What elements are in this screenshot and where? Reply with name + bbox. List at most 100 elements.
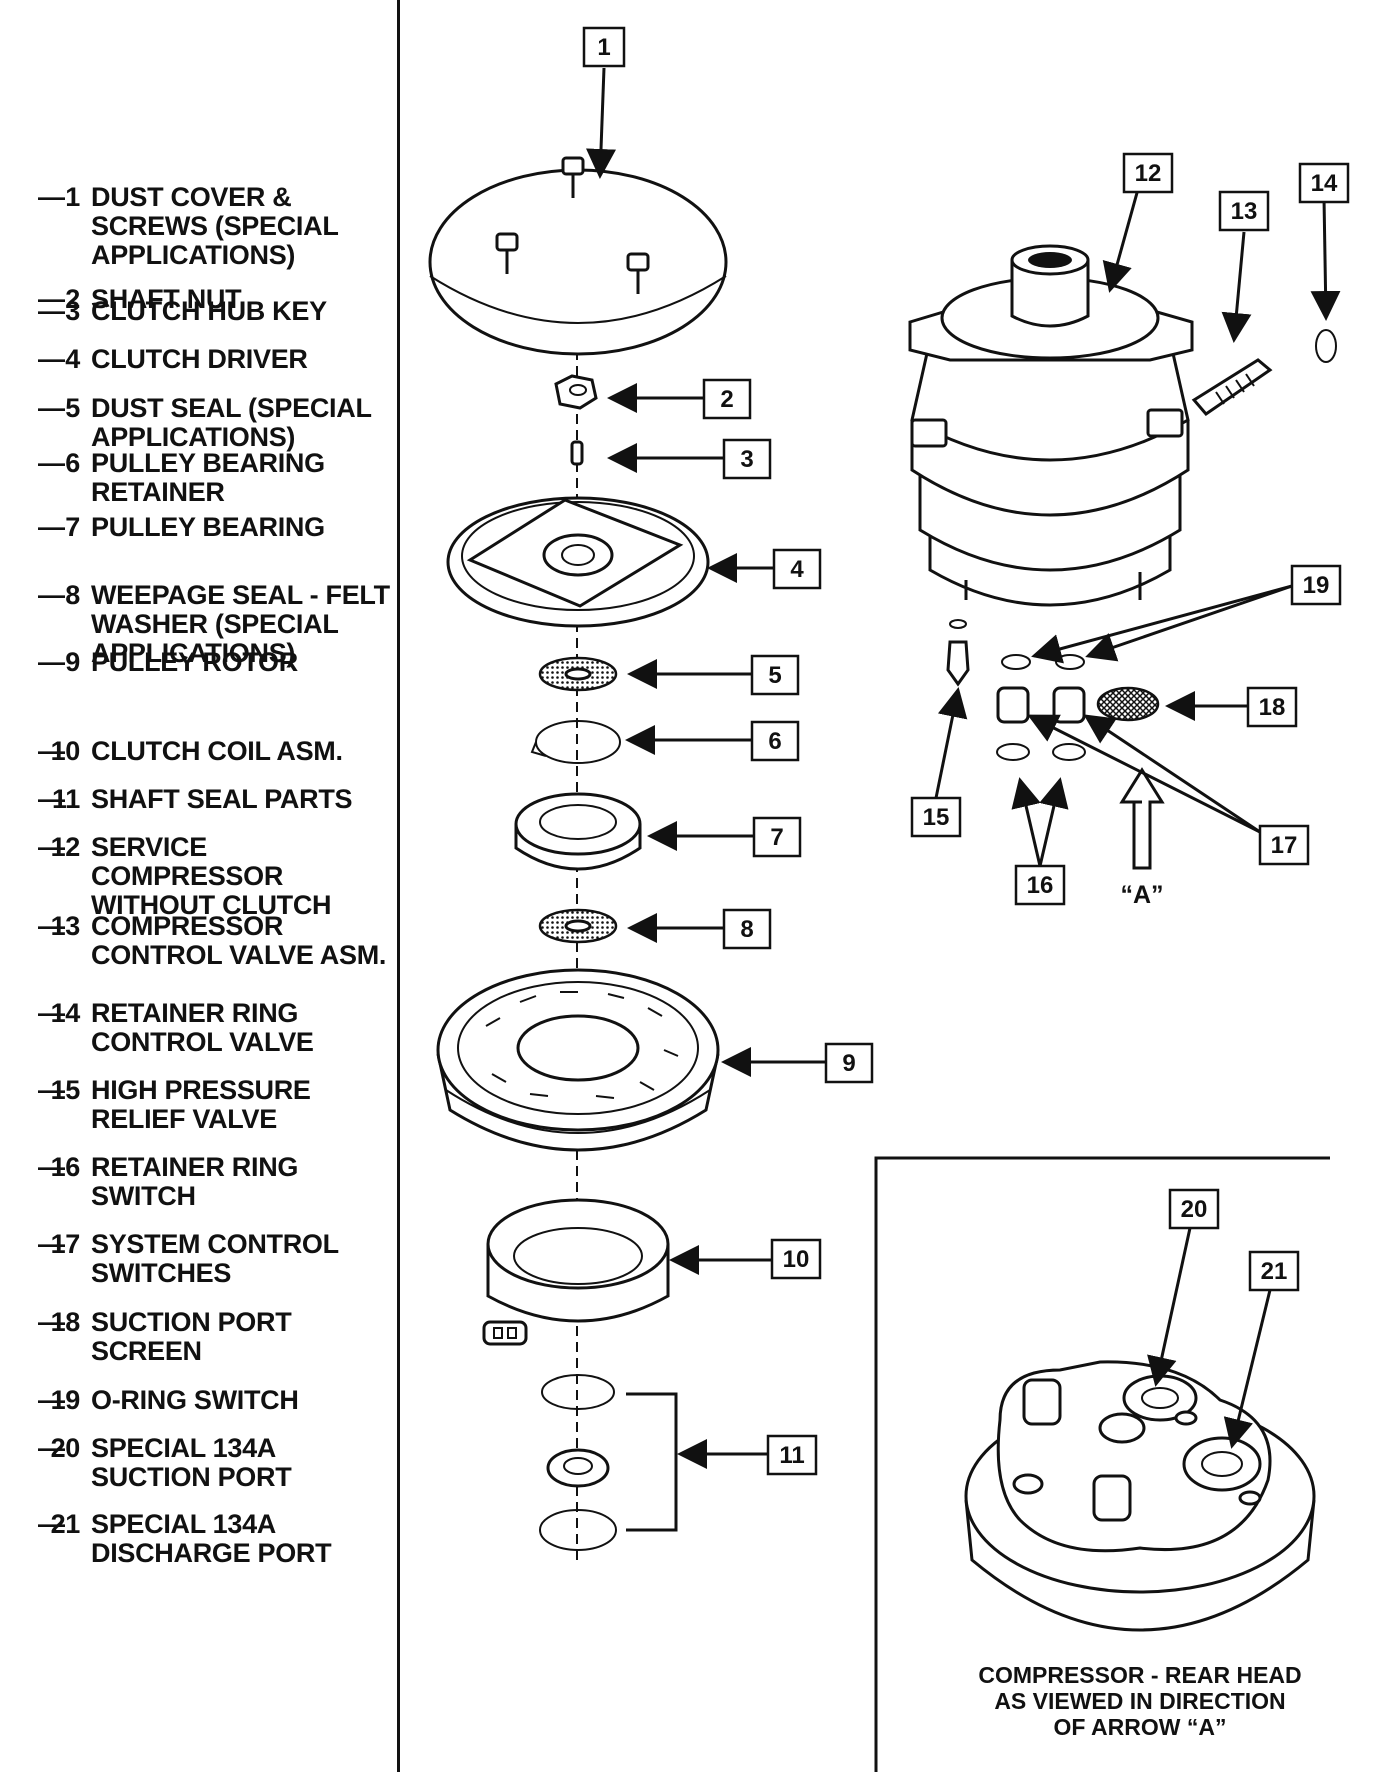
callout-box [702, 378, 752, 420]
legend-text: SHAFT NUT [91, 284, 242, 314]
legend-text: SERVICE COMPRESSOR WITHOUT CLUTCH [91, 832, 332, 920]
legend-number: 11 [52, 784, 80, 814]
legend-dash: — [38, 1385, 65, 1415]
callout-7: 7 [752, 816, 802, 858]
legend-number: 10 [50, 736, 81, 766]
shaft-seal-parts [539, 1374, 678, 1551]
legend-number: 20 [50, 1433, 81, 1463]
callout-4: 4 [772, 548, 822, 590]
callout-14: 14 [1298, 162, 1350, 204]
relief-valve-part [946, 619, 970, 687]
legend-text: CLUTCH HUB KEY [91, 296, 327, 326]
callout-number: 21 [1261, 1258, 1288, 1285]
clutch-coil-part [482, 1198, 670, 1346]
callout-number: 18 [1259, 694, 1286, 721]
callout-number: 11 [779, 1442, 804, 1469]
legend-number: 5 [65, 393, 80, 423]
suction-port-screen-part [1096, 686, 1160, 722]
legend-text: COMPRESSOR CONTROL VALVE ASM. [91, 911, 387, 970]
callout-box [1258, 824, 1310, 866]
callout-box [1168, 1188, 1220, 1230]
legend-text: PULLEY ROTOR [91, 647, 298, 677]
callout-number: 7 [770, 824, 783, 851]
callout-number: 20 [1181, 1196, 1208, 1223]
callout-8: 8 [722, 908, 772, 950]
arrow-a-label: “A” [1120, 881, 1164, 909]
legend-number: 12 [50, 832, 81, 862]
callout-box [772, 548, 822, 590]
pulley-rotor-part [436, 968, 720, 1152]
callout-box [582, 26, 626, 68]
callout-number: 13 [1231, 198, 1258, 225]
callout-number: 12 [1135, 160, 1162, 187]
callout-box [722, 438, 772, 480]
callout-number: 10 [783, 1246, 810, 1273]
callout-number: 14 [1311, 170, 1338, 197]
legend-text: SUCTION PORT SCREEN [91, 1307, 292, 1366]
legend-dash: — [38, 832, 65, 862]
callout-number: 8 [740, 916, 753, 943]
legend-text: PULLEY BEARING [91, 512, 325, 542]
inset-frame [874, 1156, 1330, 1772]
legend-text: PULLEY BEARING RETAINER [91, 448, 325, 507]
pulley-bearing-part [514, 792, 642, 871]
callout-2: 2 [702, 378, 752, 420]
callout-number: 2 [720, 386, 733, 413]
switch-retainer-ring-part [996, 743, 1086, 761]
system-control-switch-part [996, 686, 1086, 724]
legend-dash: — [38, 1433, 65, 1463]
callout-box [1248, 1250, 1300, 1292]
legend-dash: — [38, 344, 65, 374]
callout-9: 9 [824, 1042, 874, 1084]
callout-box [910, 796, 962, 838]
legend-number: 21 [50, 1509, 81, 1539]
callout-21: 21 [1248, 1250, 1300, 1292]
dust-seal-part [538, 656, 618, 692]
legend-dash: — [38, 1152, 65, 1182]
legend-number: 16 [50, 1152, 81, 1182]
legend-number: 18 [50, 1307, 81, 1337]
callout-number: 6 [768, 728, 781, 755]
legend-text: SPECIAL 134A DISCHARGE PORT [91, 1509, 332, 1568]
pulley-bearing-retainer-part [530, 720, 621, 764]
callout-3: 3 [722, 438, 772, 480]
callout-11: 11 [766, 1434, 818, 1476]
legend-number: 7 [65, 512, 80, 542]
rear-head-view [964, 1360, 1316, 1632]
legend-dash: — [38, 182, 65, 212]
legend-number: 3 [65, 296, 80, 326]
callout-1: 1 [582, 26, 626, 68]
callout-box [752, 816, 802, 858]
callout-number: 17 [1271, 832, 1298, 859]
legend-dash: — [38, 1075, 65, 1105]
legend-dash: — [38, 1307, 65, 1337]
control-valve-part [1191, 358, 1273, 416]
dust-cover-part [428, 156, 728, 356]
callout-box [1298, 162, 1350, 204]
callout-5: 5 [750, 654, 800, 696]
callout-box [824, 1042, 874, 1084]
legend-text: SYSTEM CONTROL SWITCHES [91, 1229, 339, 1288]
legend-text: CLUTCH DRIVER [91, 344, 308, 374]
legend-number: 2 [65, 284, 80, 314]
callout-box [1246, 686, 1298, 728]
legend-text: O-RING SWITCH [91, 1385, 299, 1415]
legend-dash: — [38, 647, 65, 677]
inset-caption: COMPRESSOR - REAR HEAD AS VIEWED IN DIRE… [978, 1662, 1302, 1740]
legend-text: RETAINER RING SWITCH [91, 1152, 299, 1211]
control-valve-retainer-ring-part [1315, 329, 1337, 363]
legend-number: 4 [65, 344, 80, 374]
legend-dash: — [38, 911, 65, 941]
legend-dash: — [38, 580, 65, 610]
legend-dash: — [38, 736, 65, 766]
legend-number: 17 [50, 1229, 81, 1259]
legend-text: DUST COVER & SCREWS (SPECIAL APPLICATION… [91, 182, 339, 270]
shaft-nut-part [554, 374, 598, 410]
callout-box [770, 1238, 822, 1280]
callout-number: 5 [768, 662, 781, 689]
legend-text: DUST SEAL (SPECIAL APPLICATIONS) [91, 393, 372, 452]
legend-text: RETAINER RING CONTROL VALVE [91, 998, 314, 1057]
callout-number: 1 [597, 34, 610, 61]
callout-19: 19 [1290, 564, 1342, 606]
callout-17: 17 [1258, 824, 1310, 866]
